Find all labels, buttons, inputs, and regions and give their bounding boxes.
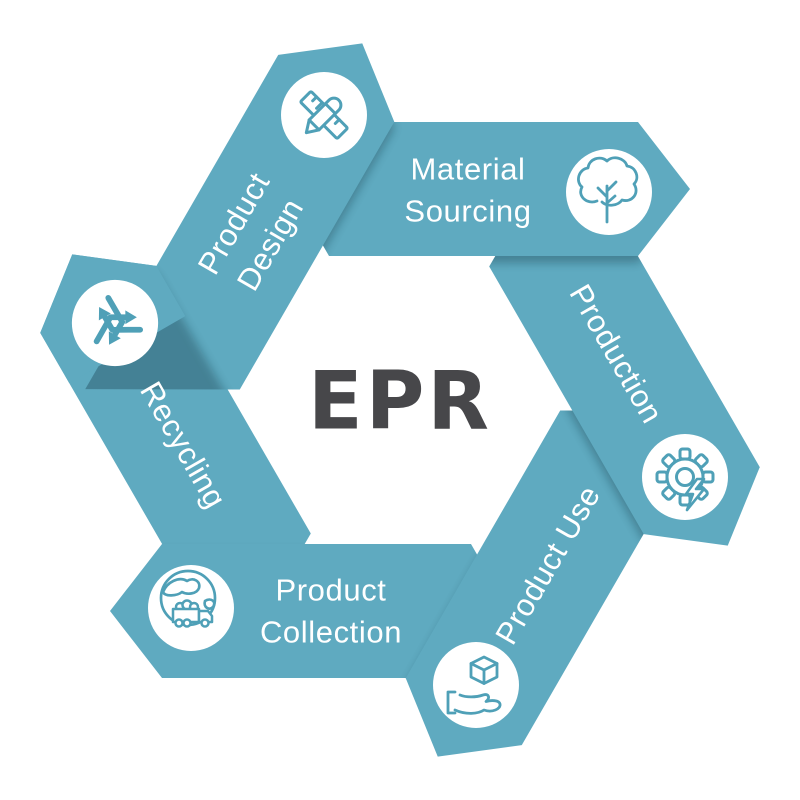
icon-circle (566, 149, 652, 235)
tree-icon (566, 149, 652, 235)
center-title: EPR (308, 354, 492, 448)
pencil-ruler-icon (281, 72, 367, 158)
icon-circle (71, 279, 159, 367)
icon-circle (433, 642, 519, 728)
hand-box-icon (433, 642, 519, 728)
label-product-collection: Product Collection (259, 572, 403, 649)
globe-truck-icon (148, 565, 234, 651)
recycle-icon (71, 279, 159, 367)
label-material-sourcing: Material Sourcing (404, 151, 532, 228)
gear-lightning-icon (642, 434, 728, 520)
